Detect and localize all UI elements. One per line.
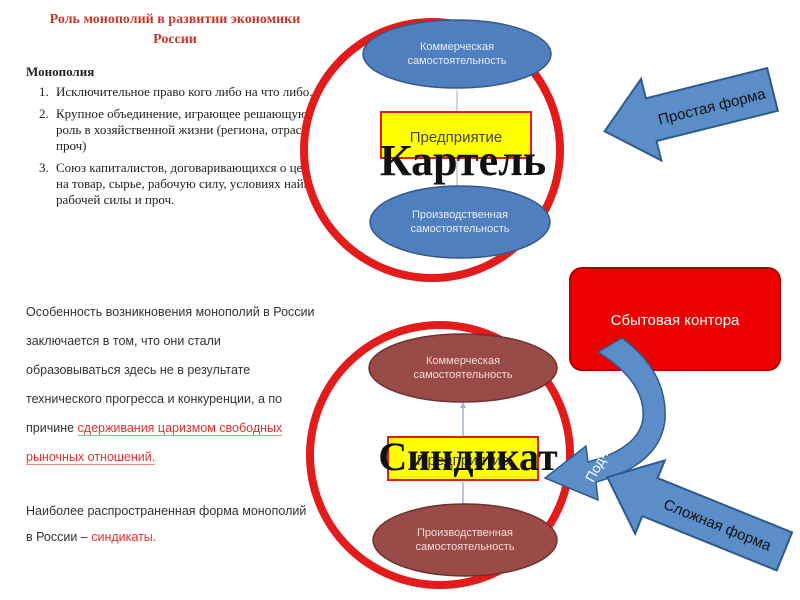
page-title: Роль монополий в развитии экономики Росс… — [49, 12, 301, 47]
syndicate-enterprise-label: Предприятие — [417, 452, 509, 469]
common-highlight: синдикаты. — [91, 530, 157, 544]
definition-item: Исключительное право кого либо на что ли… — [52, 84, 332, 100]
syndicate-enterprise-box — [387, 436, 539, 481]
cartel-production-oval — [369, 185, 551, 259]
definition-item: Крупное объединение, играющее решающую р… — [52, 106, 332, 154]
sales-office-label: Сбытовая контора — [611, 312, 740, 329]
feature-highlight: сдерживания царизмом свободных рыночных … — [26, 421, 283, 465]
definition-list: Исключительное право кого либо на что ли… — [30, 84, 332, 214]
syndicate-commercial-oval — [368, 333, 558, 403]
cartel-label: Картель — [380, 136, 546, 185]
common-form-paragraph: Наиболее распространенная форма монополи… — [26, 498, 316, 550]
cartel-commercial-oval — [362, 19, 552, 89]
cartel-enterprise-box — [380, 111, 532, 159]
feature-paragraph: Особенность возникновения монополий в Ро… — [26, 298, 316, 472]
common-text: Наиболее распространенная форма монополи… — [26, 504, 307, 544]
syndicate-production-oval — [372, 503, 558, 577]
syndicate-label: Синдикат — [378, 434, 558, 479]
definition-item: Союз капиталистов, договаривающихся о це… — [52, 160, 332, 208]
feature-text: Особенность возникновения монополий в Ро… — [26, 305, 315, 435]
definition-heading: Монополия — [26, 64, 95, 79]
cartel-enterprise-label: Предприятие — [410, 129, 502, 146]
simple-form-arrow: Простая форма — [603, 66, 780, 163]
